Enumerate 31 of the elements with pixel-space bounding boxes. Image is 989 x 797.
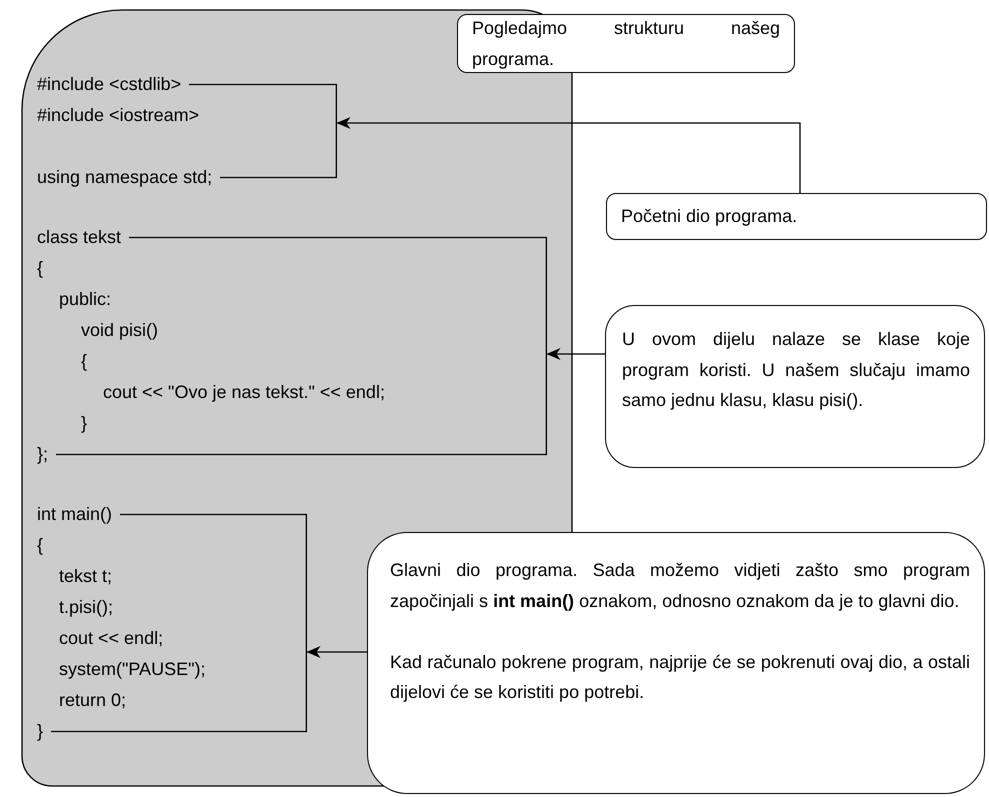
callout-text: Pogledajmo strukturu našeg programa. [472,17,780,71]
arrow [546,348,605,360]
code-line: void pisi() [81,318,158,342]
code-line: class tekst [37,226,122,248]
code-line: t.pisi(); [59,596,113,619]
callout-box [606,193,987,240]
arrow [336,117,801,193]
callout-text: Početni dio programa. [621,205,798,228]
code-line: } [81,412,88,435]
callout-text: Kad računalo pokrene program, najprije će se pokrenuti ovaj dio, a ostali dijelovi će se koristiti po potrebi. [390,650,970,704]
arrow [306,646,367,658]
code-line: cout << "Ovo je nas tekst." << endl; [103,380,385,404]
code-line: { [37,256,44,280]
code-line: #include <iostream> [37,104,200,126]
code-line: cout << endl; [59,626,164,650]
code-line: public: [59,288,112,311]
callout-text: Glavni dio programa. Sada možemo vidjeti zašto smo program započinjali s int main() oznakom, odnosno oznakom da je to glavni dio. [390,559,970,613]
code-line: { [37,534,44,557]
callout-box [367,532,985,794]
code-line: using namespace std; [37,166,212,189]
code-line: tekst t; [59,564,112,588]
callout-box [605,305,985,468]
code-line: } [37,720,44,743]
code-line: return 0; [59,688,126,712]
callout-text: U ovom dijelu nalaze se klase koje program koristi. U našem slučaju imamo samo jednu klasu, klasu pisi(). [622,328,970,412]
callout-box [457,14,795,73]
code-line: int main() [37,502,112,526]
code-line: #include <cstdlib> [37,72,182,96]
code-line: { [81,350,88,373]
code-line: }; [37,442,48,466]
code-line: system("PAUSE"); [59,658,206,681]
